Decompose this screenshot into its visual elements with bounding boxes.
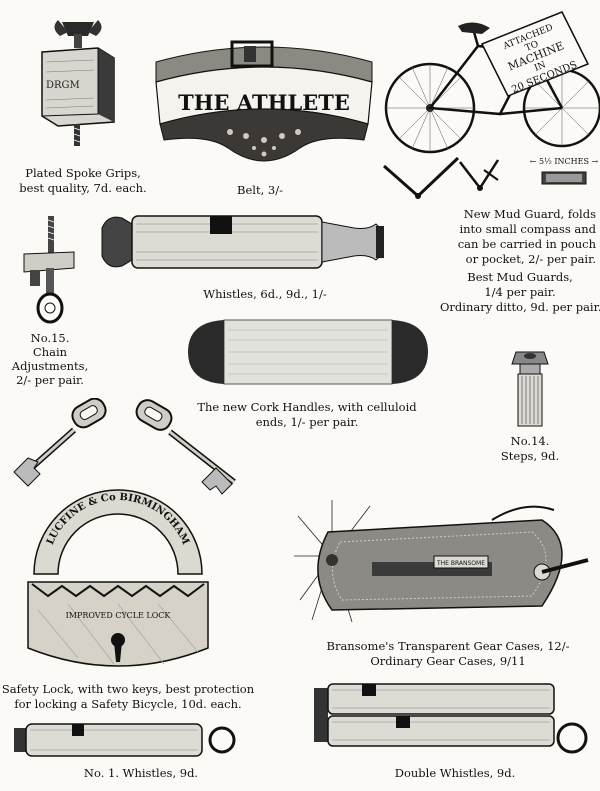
steps-caption: No.14. Steps, 9d. <box>500 434 560 463</box>
chain-adjustment-illustration <box>23 216 75 324</box>
key-left-illustration <box>13 398 107 487</box>
safety-lock-illustration: LUCFINE & Co BIRMINGHAM IMPROVED CYCLE L… <box>27 489 209 667</box>
mud-guard-caption: New Mud Guard, folds into small compass … <box>457 207 596 266</box>
whistles-large-caption: Whistles, 6d., 9d., 1/- <box>203 287 327 301</box>
lock-plate-text: IMPROVED CYCLE LOCK <box>66 611 172 620</box>
mud-guard-prices: Best Mud Guards, 1/4 per pair. Ordinary … <box>440 270 600 314</box>
spoke-grip-stamp: DRGM <box>46 80 80 91</box>
chain-adjustments-caption: No.15. Chain Adjustments, 2/- per pair. <box>11 331 89 387</box>
step-illustration <box>511 351 549 427</box>
belt-illustration: THE ATHLETE <box>155 40 373 162</box>
belt-caption: Belt, 3/- <box>237 183 283 197</box>
spoke-grips-caption: Plated Spoke Grips, best quality, 7d. ea… <box>19 166 147 195</box>
svg-text:IN: IN <box>533 60 547 74</box>
svg-text:TO: TO <box>524 39 540 53</box>
double-whistles-caption: Double Whistles, 9d. <box>394 766 516 780</box>
key-right-illustration <box>135 399 236 495</box>
spoke-grip-illustration: DRGM <box>41 20 115 146</box>
double-whistle-illustration <box>314 683 588 754</box>
whistle-large-illustration <box>101 215 384 269</box>
whistle-small-illustration <box>14 723 236 757</box>
whistle-small-caption: No. 1. Whistles, 9d. <box>83 766 199 780</box>
bicycle-illustration: ATTACHED TO MACHINE IN 20 SECONDS <box>384 11 600 154</box>
safety-lock-caption: Safety Lock, with two keys, best protect… <box>1 682 255 711</box>
gear-case-illustration: THE BRANSOME <box>294 500 589 623</box>
mud-guard-dimension: ← 5½ INCHES → <box>530 157 598 166</box>
gear-case-plate: THE BRANSOME <box>436 560 485 567</box>
cork-handle-illustration <box>188 319 428 385</box>
gear-cases-caption: Bransome's Transparent Gear Cases, 12/- … <box>326 639 570 668</box>
mud-guard-illustration: ← 5½ INCHES → <box>383 156 598 199</box>
cork-handles-caption: The new Cork Handles, with celluloid end… <box>197 400 417 429</box>
